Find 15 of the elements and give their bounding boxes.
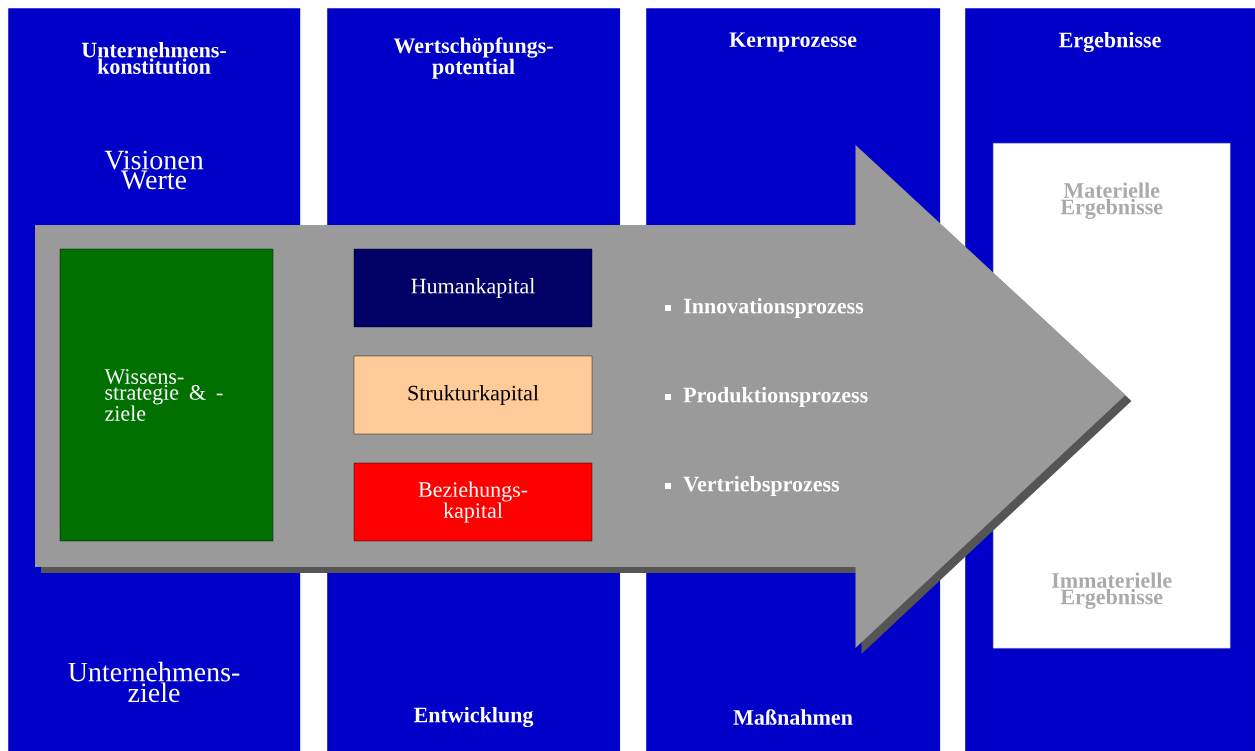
- column-heading: Ergebnisse: [1059, 31, 1161, 53]
- capital-box: Humankapital: [353, 248, 593, 328]
- column-heading: Unternehmens- konstitution: [81, 42, 226, 74]
- column-heading: Wertschöpfungs- potential: [393, 37, 553, 79]
- bullet-item: Produktionsprozess: [665, 387, 868, 407]
- column-label: Unternehmens- ziele: [68, 661, 240, 703]
- column-label: Maßnahmen: [733, 709, 853, 725]
- column-heading: Kernprozesse: [729, 32, 857, 52]
- capital-box: Wissens- strategie & -ziele: [59, 248, 274, 542]
- capital-box: Strukturkapital: [353, 355, 593, 435]
- bullet-item: Vertriebsprozess: [665, 476, 840, 496]
- bullet-item: Innovationsprozess: [665, 298, 864, 318]
- column-label: Visionen Werte: [104, 150, 204, 190]
- capital-box: Beziehungs- kapital: [353, 462, 593, 542]
- column-label: Entwicklung: [414, 706, 534, 728]
